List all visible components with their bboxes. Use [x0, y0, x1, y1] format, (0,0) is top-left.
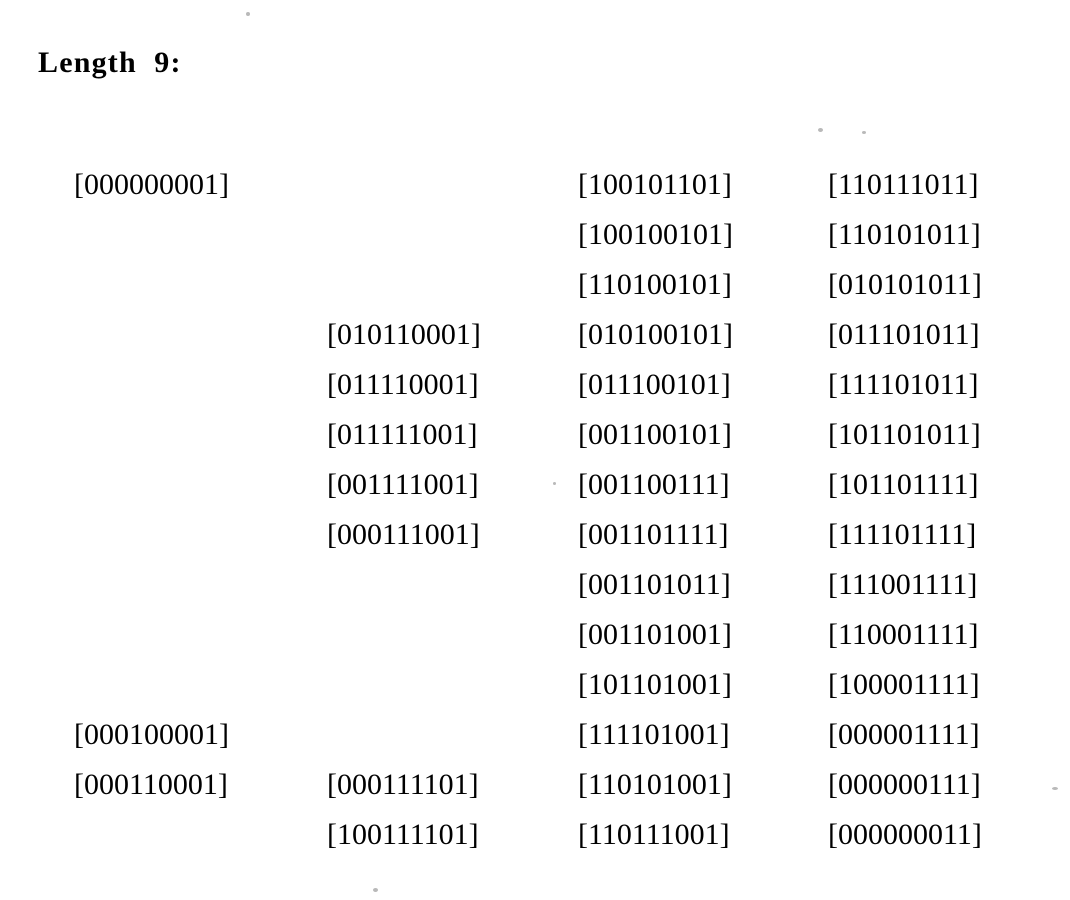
codeword-row: [011111001] [001100101] [101101011] [0, 418, 1070, 468]
codeword-cell: [111101111] [828, 518, 977, 551]
codeword-cell: [001100111] [578, 468, 730, 501]
codeword-cell: [000111101] [327, 768, 479, 801]
codeword-row: [110100101] [010101011] [0, 268, 1070, 318]
codeword-cell: [101101011] [828, 418, 981, 451]
codeword-row: [100100101] [110101011] [0, 218, 1070, 268]
codeword-row: [100111101] [110111001] [000000011] [0, 818, 1070, 868]
codeword-row: [001101011] [111001111] [0, 568, 1070, 618]
codeword-row: [010110001] [010100101] [011101011] [0, 318, 1070, 368]
codeword-cell: [001100101] [578, 418, 732, 451]
codeword-row: [001111001] [001100111] [101101111] [0, 468, 1070, 518]
codeword-cell: [011110001] [327, 368, 479, 401]
codeword-cell: [100100101] [578, 218, 733, 251]
codeword-cell: [110001111] [828, 618, 979, 651]
codeword-cell: [100101101] [578, 168, 732, 201]
codeword-cell: [011111001] [327, 418, 478, 451]
scan-speckle [373, 888, 378, 892]
scan-speckle [818, 128, 823, 132]
codeword-cell: [000100001] [74, 718, 229, 751]
codeword-cell: [111001111] [828, 568, 978, 601]
codeword-cell: [000000011] [828, 818, 982, 851]
codeword-cell: [110100101] [578, 268, 732, 301]
codeword-row: [001101001] [110001111] [0, 618, 1070, 668]
codeword-cell: [010101011] [828, 268, 982, 301]
codeword-cell: [000110001] [74, 768, 228, 801]
codeword-cell: [010100101] [578, 318, 733, 351]
codeword-row: [101101001] [100001111] [0, 668, 1070, 718]
codeword-cell: [000001111] [828, 718, 980, 751]
codeword-cell: [101101001] [578, 668, 732, 701]
codeword-cell: [011101011] [828, 318, 980, 351]
codeword-cell: [000000111] [828, 768, 981, 801]
codeword-grid: [000000001] [100101101] [110111011] [100100… [0, 168, 1070, 868]
codeword-cell: [001101111] [578, 518, 729, 551]
page-title: Length 9: [38, 46, 182, 79]
scan-speckle [1052, 787, 1058, 790]
codeword-cell: [100001111] [828, 668, 980, 701]
codeword-cell: [000111001] [327, 518, 480, 551]
codeword-cell: [001101001] [578, 618, 732, 651]
codeword-cell: [001111001] [327, 468, 479, 501]
codeword-cell: [110111011] [828, 168, 979, 201]
codeword-cell: [000000001] [74, 168, 229, 201]
codeword-cell: [111101001] [578, 718, 730, 751]
codeword-row: [000110001] [000111101] [110101001] [000000… [0, 768, 1070, 818]
codeword-row: [000000001] [100101101] [110111011] [0, 168, 1070, 218]
codeword-cell: [100111101] [327, 818, 479, 851]
codeword-cell: [011100101] [578, 368, 731, 401]
codeword-cell: [010110001] [327, 318, 481, 351]
codeword-cell: [110111001] [578, 818, 730, 851]
codeword-row: [000111001] [001101111] [111101111] [0, 518, 1070, 568]
scan-speckle [246, 12, 250, 16]
codeword-cell: [111101011] [828, 368, 979, 401]
codeword-row: [000100001] [111101001] [000001111] [0, 718, 1070, 768]
codeword-cell: [001101011] [578, 568, 731, 601]
codeword-cell: [110101011] [828, 218, 981, 251]
codeword-cell: [101101111] [828, 468, 979, 501]
scan-speckle [862, 131, 866, 134]
codeword-cell: [110101001] [578, 768, 732, 801]
scan-speckle [553, 482, 556, 485]
codeword-row: [011110001] [011100101] [111101011] [0, 368, 1070, 418]
